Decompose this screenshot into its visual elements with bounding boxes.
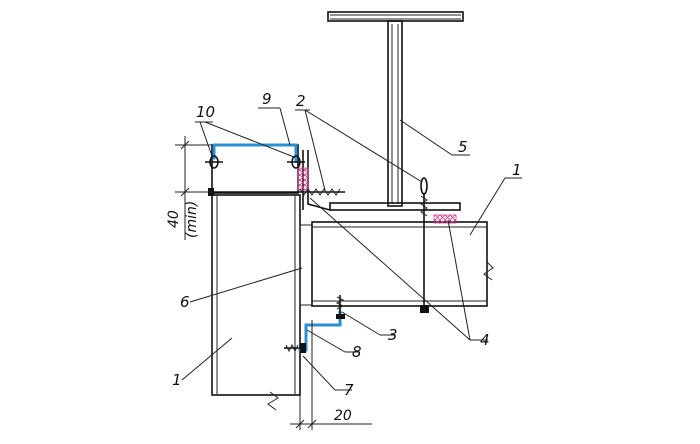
callout-9: 9 [262,90,272,108]
parapet-panel [211,144,299,194]
callout-10: 10 [196,103,215,121]
roof-sandwich-panel [311,221,494,307]
dimension-vertical [175,136,212,240]
callout-3: 3 [388,326,398,344]
callout-8: 8 [352,343,362,361]
roof-screw [420,177,429,313]
callout-5: 5 [458,138,468,156]
callout-1-left: 1 [172,371,182,389]
dimension-horizontal [290,320,372,430]
screw-3 [335,295,345,319]
dim-vertical-value: 40 [166,210,182,228]
callout-2: 2 [296,92,306,110]
sealing-tape-upper [297,167,309,191]
top-flashing [212,143,298,162]
wall-sandwich-panel [211,194,301,411]
sealing-tape-roof [433,214,457,224]
callout-7: 7 [344,381,354,399]
leader-lines [181,107,522,391]
rivet-left [205,155,223,169]
callout-4: 4 [480,331,490,349]
dim-vertical-note: (min) [184,201,200,238]
steel-i-beam [327,11,464,211]
dim-horizontal-value: 20 [334,408,352,424]
callout-1-right: 1 [512,161,522,179]
mineral-wool-filler [299,224,313,306]
callout-6: 6 [180,293,190,311]
screw-7 [284,343,306,353]
rivet-right [287,155,305,169]
